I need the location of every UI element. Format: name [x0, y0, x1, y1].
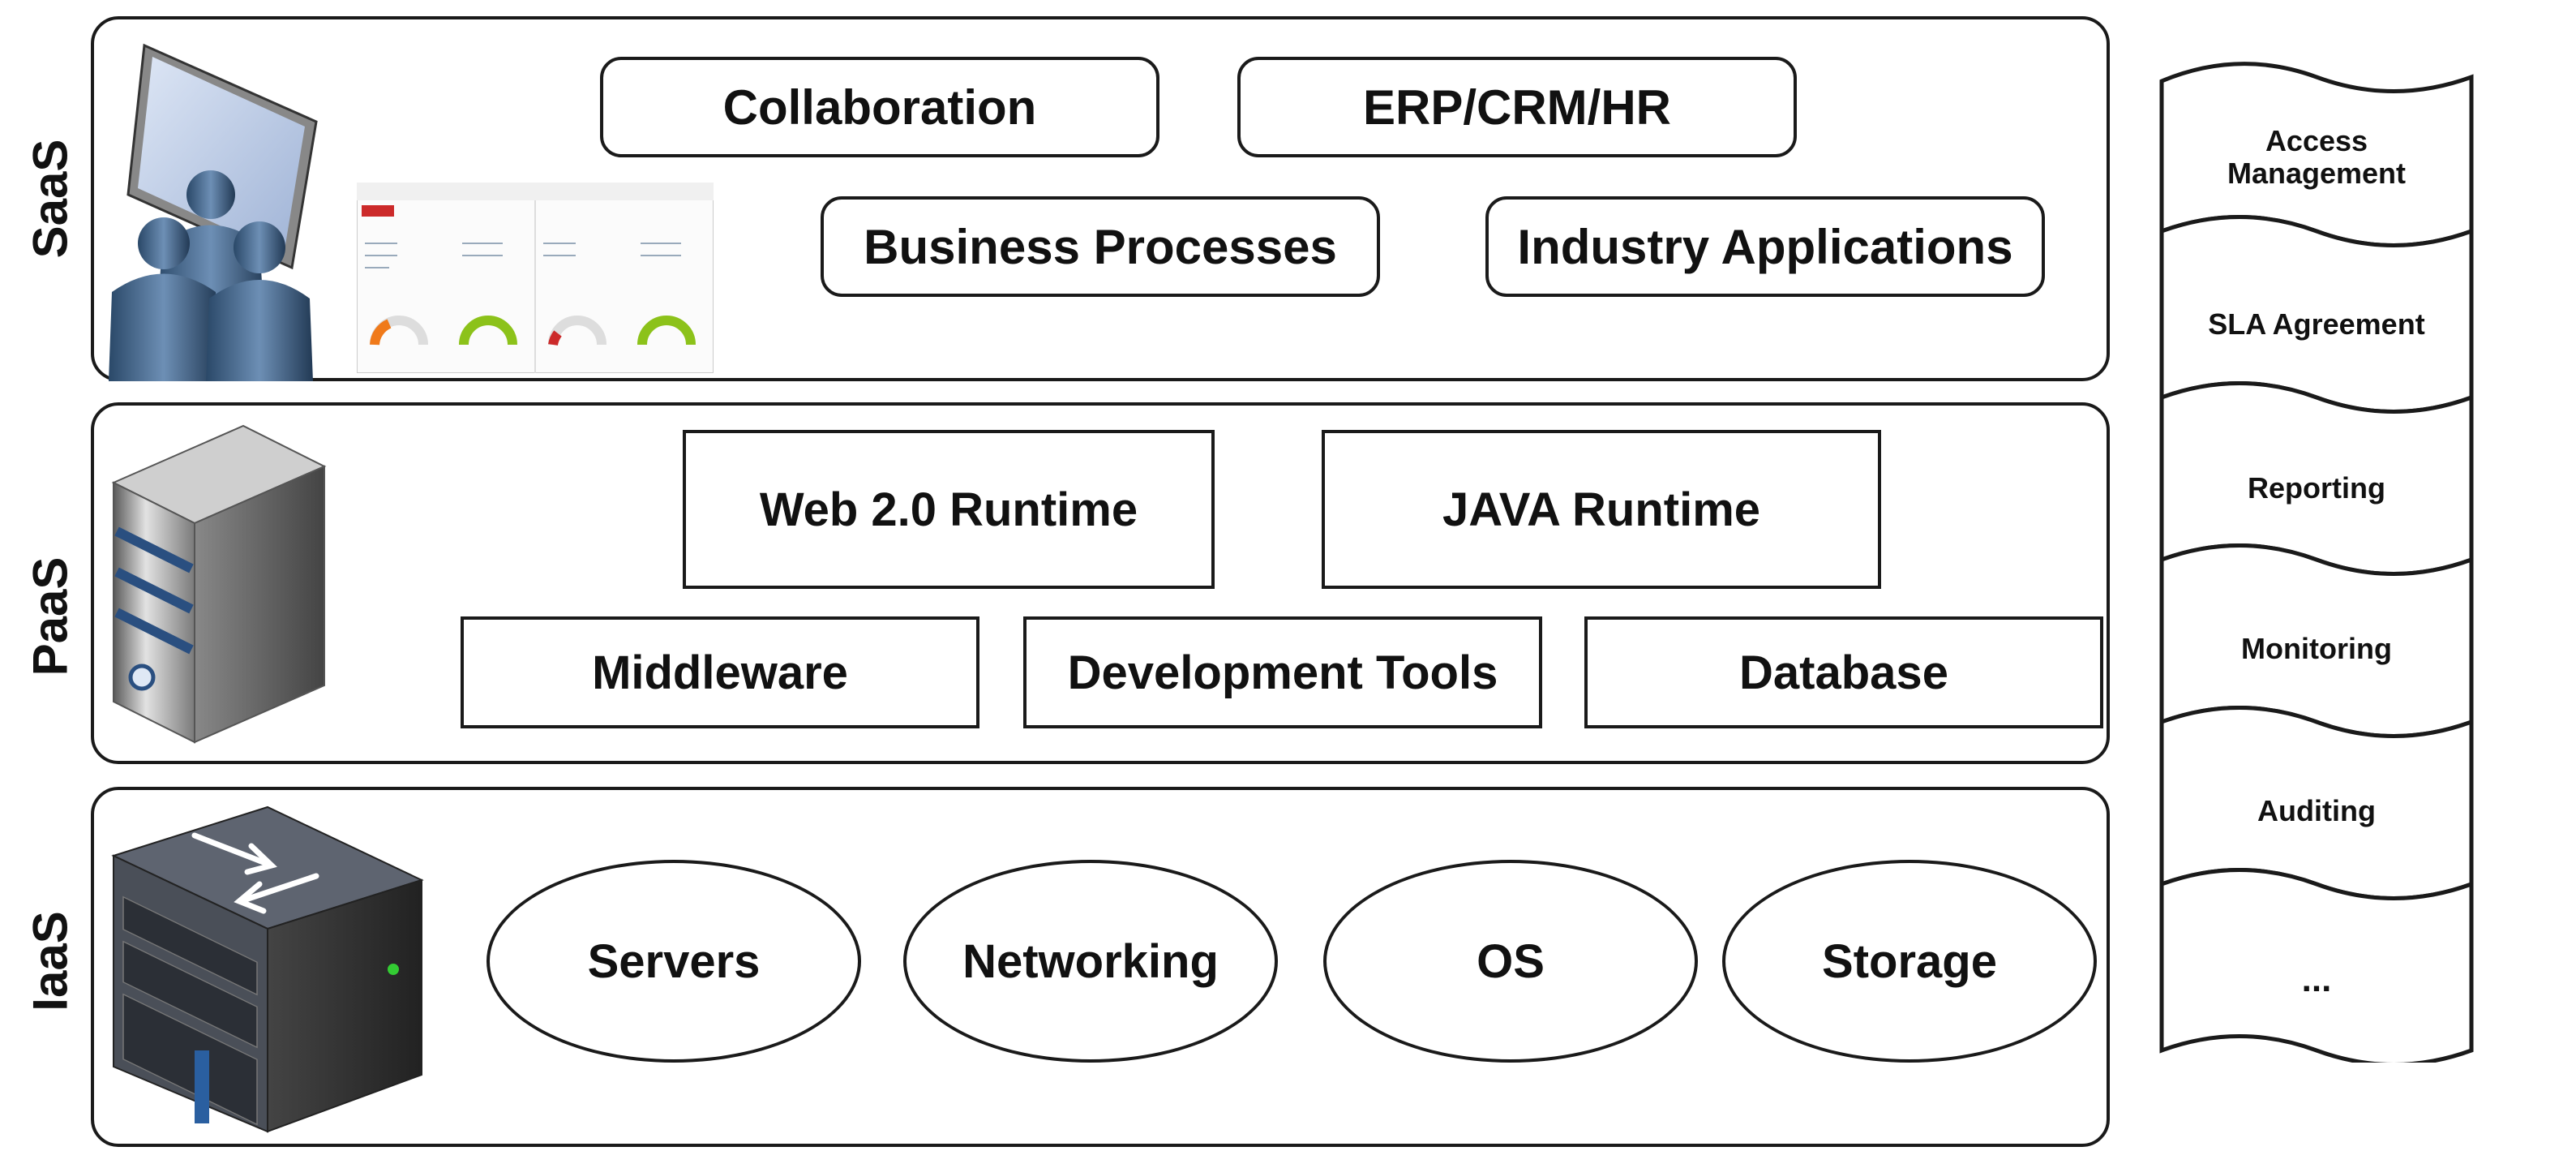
erp-crm-hr-box: ERP/CRM/HR: [1237, 57, 1797, 157]
industry-applications-box: Industry Applications: [1485, 196, 2045, 297]
storage-ellipse: Storage: [1722, 860, 2097, 1063]
middleware-box: Middleware: [461, 616, 979, 728]
networking-ellipse: Networking: [903, 860, 1278, 1063]
business-processes-box: Business Processes: [821, 196, 1380, 297]
more-label: ...: [2301, 960, 2332, 999]
reporting-label: Reporting: [2248, 471, 2385, 505]
servers-ellipse: Servers: [486, 860, 861, 1063]
iaas-label: IaaS: [23, 911, 78, 1011]
development-tools-box: Development Tools: [1023, 616, 1542, 728]
side-card-6: [2159, 868, 2474, 1063]
paas-label: PaaS: [23, 556, 78, 676]
os-ellipse: OS: [1323, 860, 1698, 1063]
rack-server-icon: [111, 805, 424, 1133]
auditing-label: Auditing: [2257, 794, 2376, 827]
dashboard-screenshot-icon: [357, 183, 714, 373]
access-management-label: Access Management: [2227, 124, 2407, 190]
side-panel: [2159, 62, 2474, 1063]
saas-label: SaaS: [23, 139, 78, 259]
server-tower-icon: [111, 424, 327, 744]
java-runtime-box: JAVA Runtime: [1322, 430, 1881, 589]
monitoring-label: Monitoring: [2241, 632, 2392, 665]
sla-agreement-label: SLA Agreement: [2208, 307, 2425, 341]
users-with-monitor-icon: [109, 43, 318, 381]
database-box: Database: [1584, 616, 2103, 728]
web-2-runtime-box: Web 2.0 Runtime: [683, 430, 1215, 589]
collaboration-box: Collaboration: [600, 57, 1159, 157]
